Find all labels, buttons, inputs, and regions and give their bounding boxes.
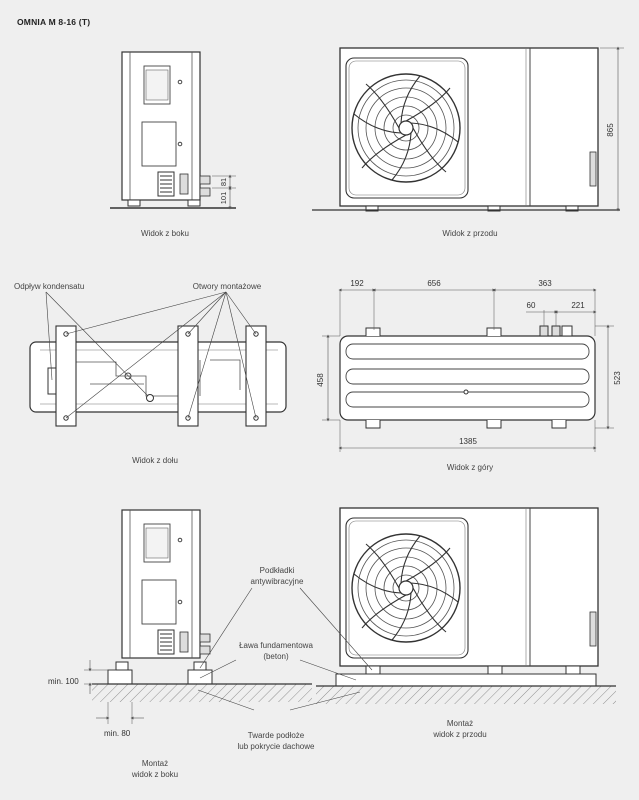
concrete-bench-label: Ława fundamentowa (beton)	[216, 640, 336, 662]
mount-front-caption-1: Montaż	[446, 719, 474, 728]
mount-side-caption-1: Montaż	[141, 759, 169, 768]
mount-side-caption: Montaż widok z boku	[100, 758, 210, 780]
condensate-drain-label: Odpływ kondensatu	[14, 282, 85, 291]
min-100-label: min. 100	[48, 677, 79, 686]
min-80-label: min. 80	[104, 729, 131, 738]
dim-363: 363	[538, 279, 552, 288]
hard-ground-label: Twarde podłoże lub pokrycie dachowe	[216, 730, 336, 752]
pads-line-1: Podkładki	[259, 566, 295, 575]
bench-line-1: Ława fundamentowa	[239, 641, 313, 650]
bottom-view-caption: Widok z dołu	[132, 456, 178, 465]
dim-192: 192	[350, 279, 364, 288]
side-view: 81 101	[110, 51, 236, 210]
bench-line-2: (beton)	[263, 652, 289, 661]
front-view-caption: Widok z przodu	[442, 229, 498, 238]
bottom-view	[29, 291, 287, 427]
ground-line-1: Twarde podłoże	[247, 731, 305, 740]
top-view: 192 656 363 60 221 458 523 1385	[316, 279, 622, 452]
mounting-holes-label: Otwory montażowe	[192, 282, 262, 291]
dim-458: 458	[316, 373, 325, 387]
dim-221: 221	[571, 301, 585, 310]
ground-line-2: lub pokrycie dachowe	[237, 742, 315, 751]
dim-656: 656	[427, 279, 441, 288]
dim-523: 523	[613, 371, 622, 385]
side-view-caption: Widok z boku	[140, 229, 190, 238]
mounting-view: min. 100 min. 80	[48, 508, 616, 738]
dim-1385: 1385	[459, 437, 477, 446]
pads-line-2: antywibracyjne	[250, 577, 304, 586]
front-view: 865	[312, 46, 624, 212]
dim-81: 81	[219, 178, 228, 186]
mount-front-caption-2: widok z przodu	[433, 730, 487, 739]
mount-side-caption-2: widok z boku	[131, 770, 179, 779]
dim-865: 865	[606, 123, 615, 137]
dim-101: 101	[219, 192, 228, 205]
model-title: OMNIA M 8-16 (T)	[17, 17, 91, 27]
mount-front-caption: Montaż widok z przodu	[400, 718, 520, 740]
dim-60: 60	[527, 301, 536, 310]
top-view-caption: Widok z góry	[446, 463, 494, 472]
anti-vibration-pads-label: Podkładki antywibracyjne	[222, 565, 332, 587]
